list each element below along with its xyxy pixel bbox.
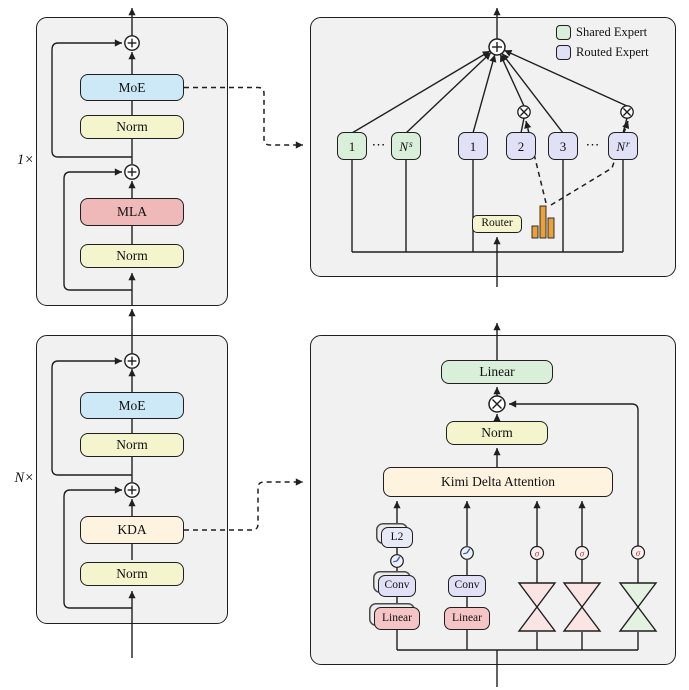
shared-expert-swatch: [556, 25, 571, 40]
low-rank-projection-icon: [517, 582, 557, 632]
clock-icon: [460, 546, 474, 560]
norm-block: Norm: [80, 562, 184, 586]
moe-block: MoE: [80, 74, 184, 101]
kda-detail-panel: [310, 335, 676, 665]
expert-subscript: r: [625, 140, 630, 151]
skip-connection: [63, 486, 132, 609]
multiply-icon: [620, 105, 634, 119]
conv-block: Conv: [378, 575, 416, 597]
legend-shared-label: Shared Expert: [576, 25, 648, 39]
add-icon: [124, 164, 140, 180]
repeat-count-bottom: N×: [14, 470, 34, 486]
routed-expert-1: 1: [458, 132, 488, 160]
add-icon: [124, 35, 140, 51]
legend-routed-label: Routed Expert: [576, 45, 649, 59]
l2-norm-block: L2: [381, 527, 413, 548]
expert-subscript: s: [408, 140, 413, 151]
sigma-gate-icon: σ: [630, 545, 646, 560]
low-rank-projection-icon: [562, 582, 602, 632]
skip-connection: [63, 168, 132, 291]
clock-icon: [390, 554, 404, 568]
linear-in-block: Linear: [374, 607, 420, 630]
ellipsis: ⋯: [585, 138, 601, 153]
multiply-icon: [488, 395, 506, 413]
kda-detail-wiring: [393, 323, 639, 687]
skip-connection: [51, 357, 132, 476]
kimi-delta-attention-block: Kimi Delta Attention: [383, 467, 613, 497]
zoom-connector-moe: [184, 86, 303, 149]
residual-stream-bottom-left: [51, 309, 136, 658]
expert-label: N: [399, 138, 408, 154]
kda-block: KDA: [80, 516, 184, 544]
add-icon: [488, 38, 506, 56]
norm-block: Norm: [80, 244, 184, 268]
sigma-label: σ: [580, 549, 585, 559]
norm-block: Norm: [80, 115, 184, 139]
sigma-gate-icon: σ: [529, 545, 545, 561]
skip-connection: [51, 39, 132, 158]
zoom-connector-kda: [184, 478, 303, 531]
norm-block: Norm: [80, 433, 184, 457]
add-icon: [124, 353, 140, 369]
router-block: Router: [472, 215, 522, 233]
sigma-gate-icon: σ: [574, 545, 590, 561]
moe-block: MoE: [80, 392, 184, 419]
add-icon: [124, 482, 140, 498]
norm-block: Norm: [446, 421, 548, 445]
output-gate-link: [509, 400, 639, 546]
ellipsis: ⋯: [371, 138, 387, 153]
multiply-icon: [517, 105, 531, 119]
expert-label: N: [616, 138, 625, 154]
routed-expert-2: 2: [506, 132, 536, 160]
routed-expert-3: 3: [548, 132, 578, 160]
shared-expert-1: 1: [337, 132, 367, 160]
repeat-count-top: 1×: [16, 152, 34, 168]
mla-block: MLA: [80, 198, 184, 226]
linear-out-block: Linear: [441, 360, 553, 384]
low-rank-projection-icon: [618, 582, 658, 632]
moe-detail-wiring: [351, 8, 630, 287]
router-weights-icon: [531, 205, 555, 239]
sigma-label: σ: [636, 548, 641, 558]
linear-in-block: Linear: [444, 607, 490, 630]
conv-block: Conv: [448, 575, 486, 597]
routed-expert-swatch: [556, 45, 571, 60]
sigma-label: σ: [535, 549, 540, 559]
